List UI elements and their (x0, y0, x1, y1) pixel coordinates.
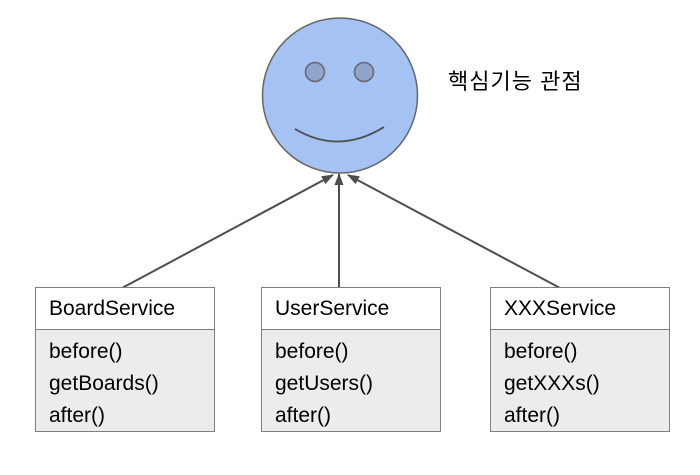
smiley-left-eye-icon (304, 61, 326, 83)
method-item: before() (275, 340, 349, 363)
method-item: before() (504, 340, 578, 363)
method-item: getUsers() (275, 372, 374, 395)
smiley-right-eye-icon (353, 61, 375, 83)
class-method-list: before() getUsers() after() (262, 330, 440, 432)
class-box-xxxservice: XXXService before() getXXXs() after() (490, 287, 670, 432)
smiley-face-icon (261, 17, 419, 174)
class-method-list: before() getXXXs() after() (491, 330, 669, 432)
class-name: UserService (262, 288, 440, 330)
arrow-xxxservice-to-face (347, 174, 561, 289)
smiley-smile-icon (294, 126, 385, 143)
arrow-boardservice-to-face (121, 174, 334, 289)
class-method-list: before() getBoards() after() (36, 330, 214, 432)
method-item: getBoards() (49, 372, 159, 395)
class-box-boardservice: BoardService before() getBoards() after(… (35, 287, 215, 432)
class-box-userservice: UserService before() getUsers() after() (261, 287, 441, 432)
method-item: after() (504, 404, 561, 427)
class-name: XXXService (491, 288, 669, 330)
method-item: after() (49, 404, 106, 427)
method-item: getXXXs() (504, 372, 600, 395)
class-name: BoardService (36, 288, 214, 330)
perspective-label: 핵심기능 관점 (448, 69, 583, 94)
method-item: after() (275, 404, 332, 427)
method-item: before() (49, 340, 123, 363)
